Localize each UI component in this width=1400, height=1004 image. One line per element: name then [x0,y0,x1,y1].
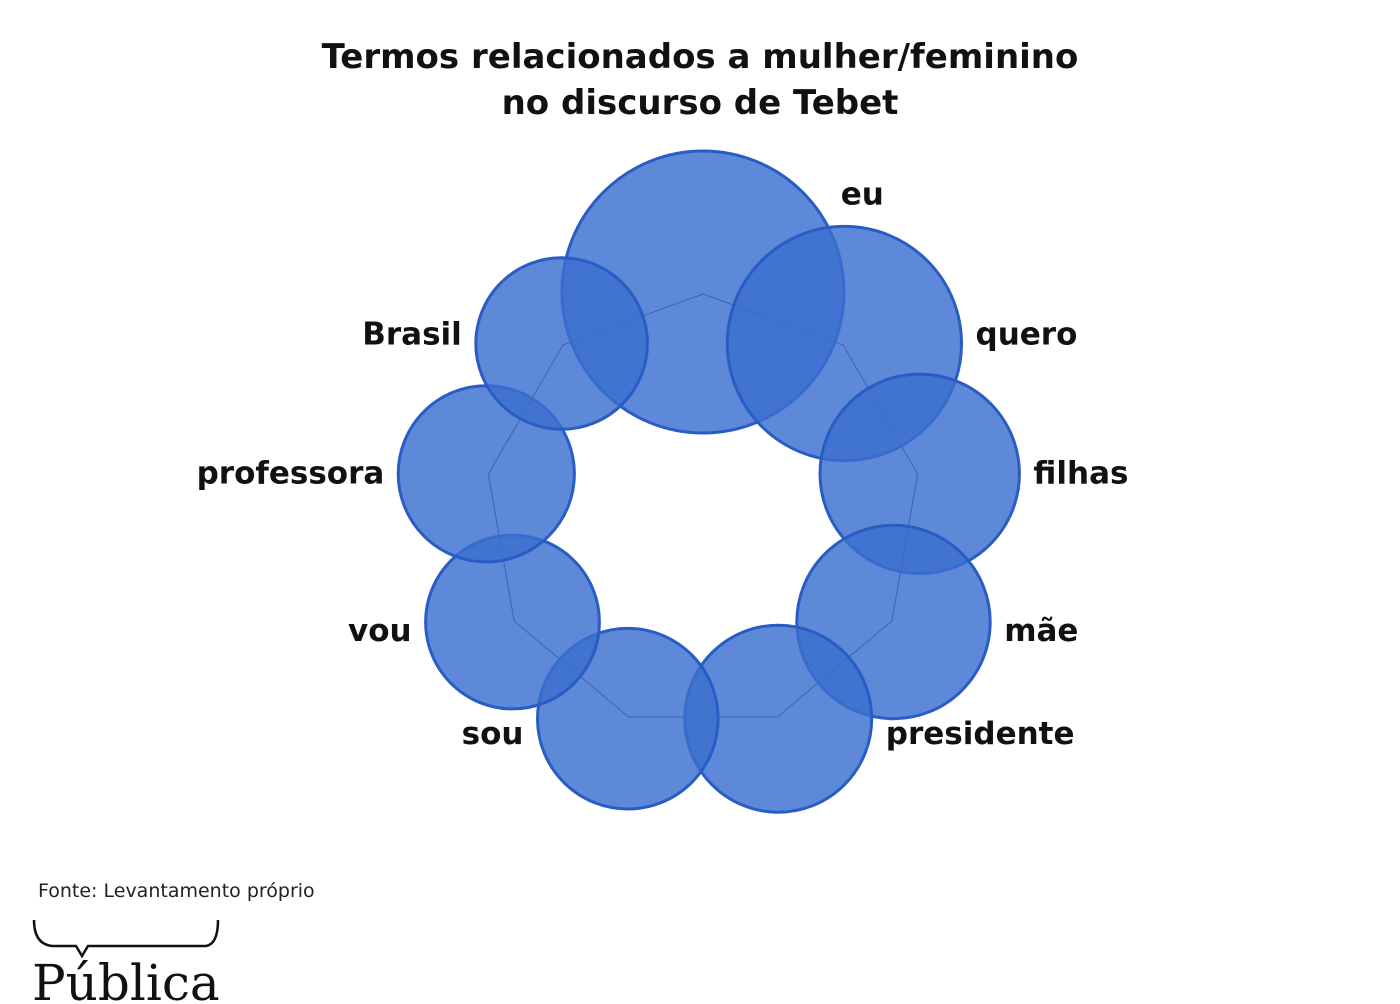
label-presidente: presidente [886,716,1075,752]
chart-title-line-1: Termos relacionados a mulher/feminino [322,37,1079,77]
source-note: Fonte: Levantamento próprio [38,880,315,902]
label-mãe: mãe [1004,613,1078,649]
publica-logo: Pública [32,919,220,1004]
label-eu: eu [841,177,884,213]
label-layer: eu quero filhas mãe presidente sou vou professo… [197,177,1129,752]
label-filhas: filhas [1033,455,1128,491]
logo-text: Pública [32,954,220,1004]
label-sou: sou [462,716,524,752]
chart-title-line-2: no discurso de Tebet [502,83,899,123]
speech-bubble-icon [32,919,220,959]
bubble-layer [396,149,1021,814]
bubble-Brasil[interactable] [474,256,649,431]
label-vou: vou [348,613,412,649]
label-quero: quero [976,317,1078,353]
label-Brasil: Brasil [362,317,462,353]
bubble-vou[interactable] [424,533,601,711]
label-professora: professora [197,455,385,491]
